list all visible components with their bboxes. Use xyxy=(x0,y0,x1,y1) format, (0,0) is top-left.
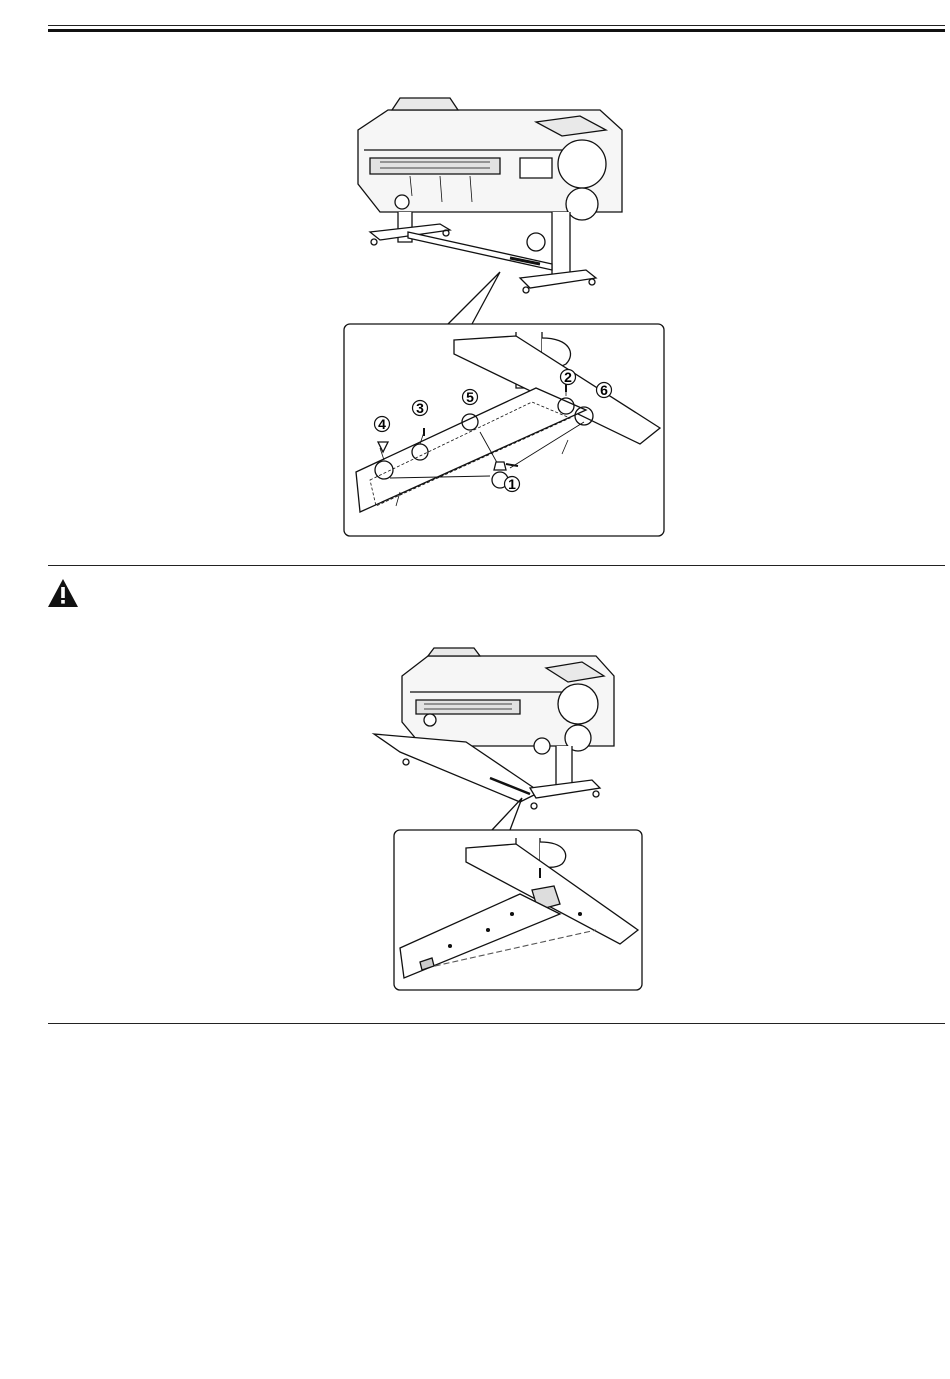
callout-1: 1 xyxy=(508,476,516,492)
warning-triangle-icon xyxy=(46,577,80,609)
callout-5: 5 xyxy=(466,389,474,405)
header-rule-thin xyxy=(48,25,945,26)
header-rule-thick xyxy=(48,29,945,32)
section-rule xyxy=(48,565,945,566)
footer-rule xyxy=(48,1023,945,1024)
callout-6: 6 xyxy=(600,382,608,398)
printer-stand-illustration: 1 2 3 4 5 6 xyxy=(340,92,670,542)
printer-base-illustration xyxy=(370,642,650,994)
printer-base-figure xyxy=(370,642,650,994)
callout-4: 4 xyxy=(378,416,386,432)
callout-3: 3 xyxy=(416,400,424,416)
callout-2: 2 xyxy=(564,369,572,385)
printer-stand-figure: 1 2 3 4 5 6 xyxy=(340,92,670,542)
